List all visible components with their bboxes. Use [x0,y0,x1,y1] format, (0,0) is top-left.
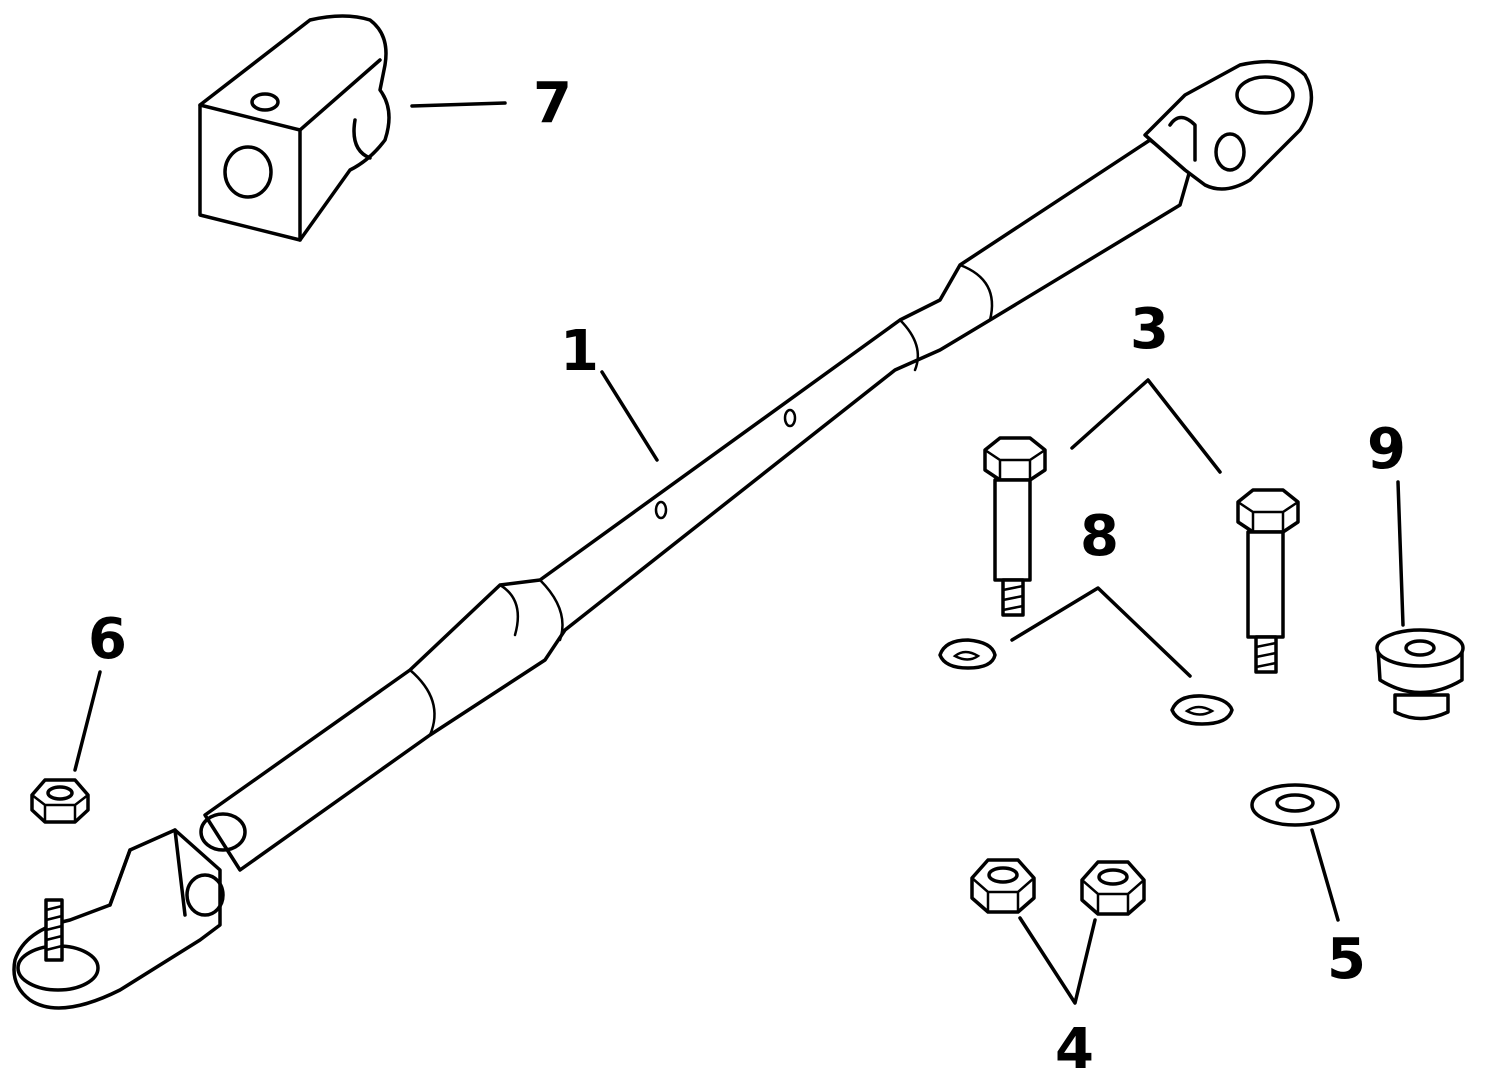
part-7-clevis-block [198,14,391,242]
part-3-bolt-right [1236,488,1300,674]
part-3-bolt-left [983,436,1047,617]
part-6-nut [30,778,90,824]
callout-5: 5 [1327,927,1366,992]
part-8-wave-washer-right [1170,694,1234,726]
part-4-hex-nut-right [1080,860,1146,916]
part-5-flat-washer [1250,783,1340,827]
callout-4: 4 [1055,1017,1094,1070]
part-8-wave-washer-left [938,638,997,670]
callout-1: 1 [560,319,599,384]
part-1-steering-rod [12,59,1314,1010]
leader-1 [600,370,659,462]
callout-8: 8 [1080,504,1119,569]
leader-8 [1010,586,1192,678]
leader-5 [1310,828,1340,922]
callout-6: 6 [88,607,127,672]
leader-3 [1070,378,1222,474]
leader-6 [73,670,102,772]
callout-7: 7 [533,71,572,136]
leader-7 [410,101,507,108]
part-9-bushing [1375,628,1465,721]
leader-4 [1018,916,1097,1005]
leader-9 [1396,480,1405,627]
part-4-hex-nut-left [970,858,1036,914]
callout-3: 3 [1130,297,1169,362]
callout-9: 9 [1367,417,1406,482]
